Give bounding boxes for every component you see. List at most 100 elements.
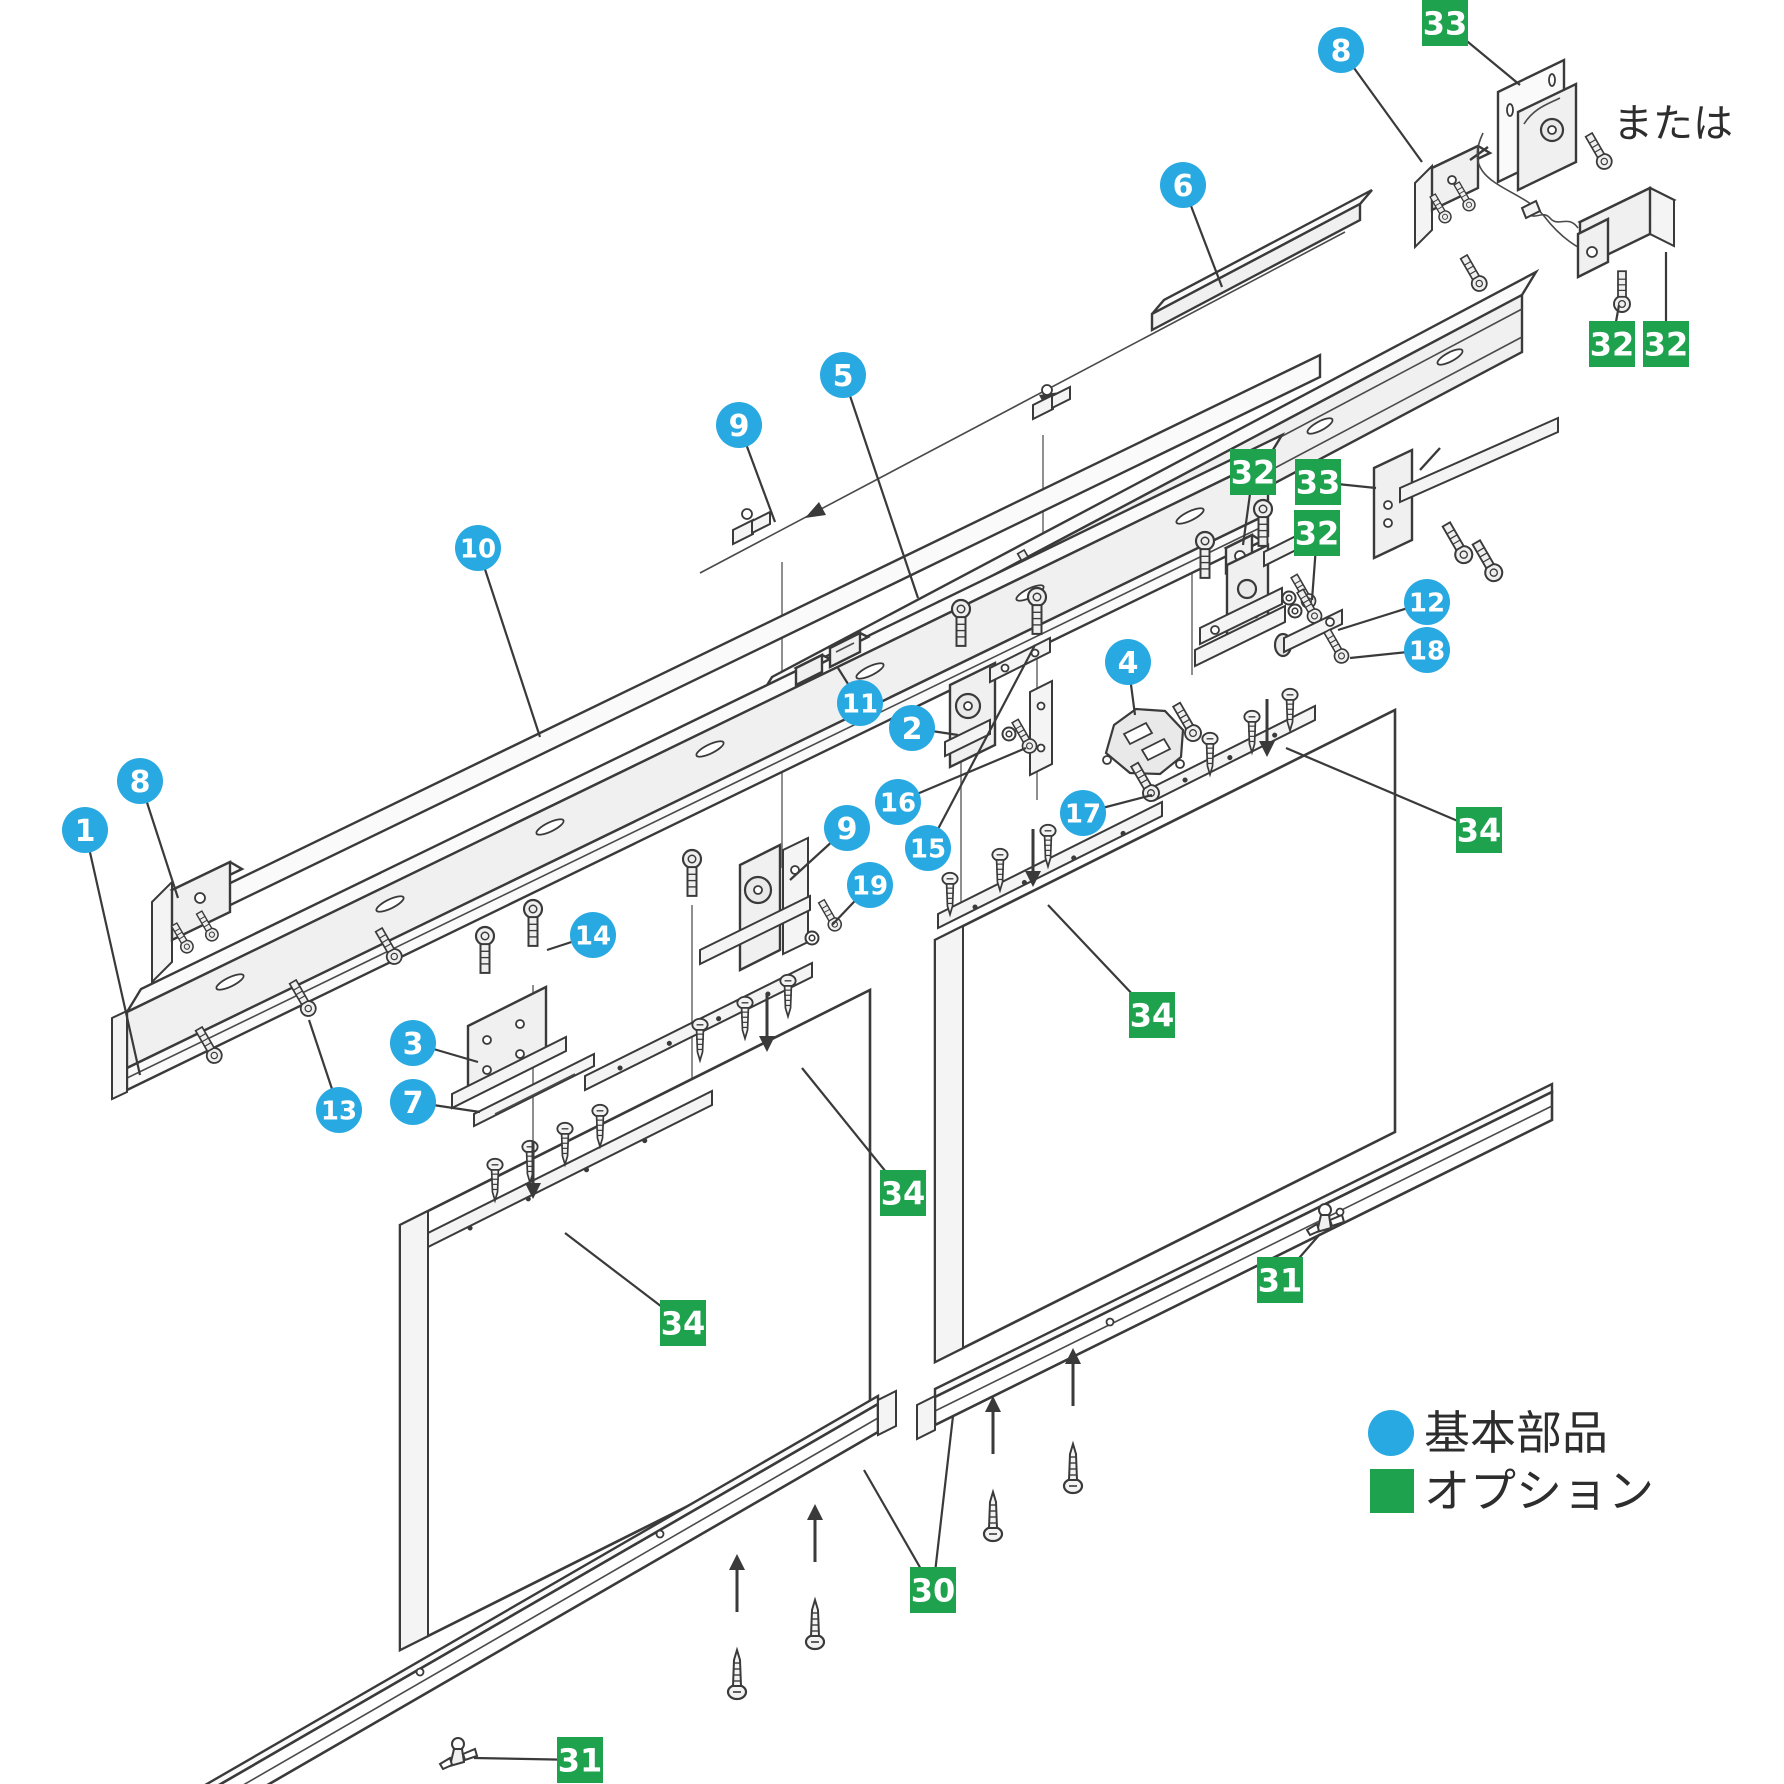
svg-text:14: 14 <box>575 921 611 951</box>
option-part-marker-34 <box>1456 807 1502 853</box>
svg-text:9: 9 <box>729 409 750 444</box>
basic-part-marker-8 <box>1318 27 1364 73</box>
bottom-rail-left <box>204 1389 897 1784</box>
callout-30: 30 <box>863 1415 956 1613</box>
option-part-marker-32 <box>1230 449 1276 495</box>
option-part-marker-31 <box>1257 1257 1303 1303</box>
svg-text:5: 5 <box>833 359 854 394</box>
batten-34-left-front <box>427 1089 713 1249</box>
callout-5: 5 <box>820 352 920 599</box>
basic-part-marker-4 <box>1105 639 1151 685</box>
basic-part-marker-13 <box>316 1087 362 1133</box>
basic-part-marker-14 <box>570 912 616 958</box>
svg-text:17: 17 <box>1065 799 1101 829</box>
trigger-unit-32 <box>1520 186 1677 313</box>
roller-hanger-9 <box>699 836 845 972</box>
svg-text:18: 18 <box>1409 636 1445 666</box>
svg-text:33: 33 <box>1423 5 1468 43</box>
spacer-7 <box>473 1052 595 1128</box>
callout-13: 13 <box>307 1019 362 1133</box>
option-part-marker-32 <box>1294 510 1340 556</box>
svg-text:8: 8 <box>130 765 151 800</box>
guide-bracket-33-right <box>1372 416 1559 586</box>
callout-9: 9 <box>789 805 870 881</box>
option-part-marker-34 <box>880 1170 926 1216</box>
svg-text:34: 34 <box>1457 812 1502 850</box>
svg-text:13: 13 <box>321 1096 357 1126</box>
svg-text:31: 31 <box>558 1742 603 1780</box>
svg-text:3: 3 <box>403 1027 424 1062</box>
svg-text:4: 4 <box>1118 646 1139 681</box>
svg-text:32: 32 <box>1590 326 1635 364</box>
basic-part-marker-10 <box>455 525 501 571</box>
basic-part-marker-3 <box>390 1020 436 1066</box>
callout-31: 31 <box>1257 1233 1321 1303</box>
legend-option-square-icon <box>1370 1469 1414 1513</box>
svg-text:19: 19 <box>852 871 888 901</box>
svg-text:2: 2 <box>902 712 923 747</box>
svg-text:16: 16 <box>880 788 916 818</box>
svg-text:6: 6 <box>1173 169 1194 204</box>
callout-34: 34 <box>1285 746 1502 853</box>
door-stopper-left <box>732 508 771 546</box>
basic-part-marker-8 <box>117 758 163 804</box>
callout-32: 32 <box>1643 252 1689 367</box>
hanger-bracket-3 <box>451 985 567 1110</box>
callout-15: 15 <box>905 644 1036 871</box>
basic-part-marker-12 <box>1404 579 1450 625</box>
callout-33: 33 <box>1422 0 1521 86</box>
option-part-marker-30 <box>910 1567 956 1613</box>
svg-text:32: 32 <box>1231 454 1276 492</box>
basic-part-marker-6 <box>1160 162 1206 208</box>
callout-34: 34 <box>564 1232 706 1346</box>
or-label: または <box>1613 101 1733 147</box>
callout-14: 14 <box>546 912 616 958</box>
soft-close-unit-33 <box>1496 58 1616 192</box>
screw-icon <box>1456 252 1491 295</box>
callout-2: 2 <box>889 705 959 751</box>
svg-text:33: 33 <box>1296 464 1341 502</box>
basic-part-marker-11 <box>837 680 883 726</box>
svg-text:34: 34 <box>1130 997 1175 1035</box>
callout-34: 34 <box>801 1067 926 1216</box>
basic-part-marker-1 <box>62 807 108 853</box>
svg-text:1: 1 <box>75 814 96 849</box>
callout-11: 11 <box>837 667 883 726</box>
callout-8: 8 <box>117 758 180 899</box>
basic-part-marker-18 <box>1404 627 1450 673</box>
screw-icon <box>522 898 544 947</box>
guide-clips-11 <box>793 631 871 687</box>
screw-icon <box>474 925 496 974</box>
callout-10: 10 <box>455 525 542 738</box>
svg-text:11: 11 <box>842 689 878 719</box>
callout-12: 12 <box>1337 579 1450 632</box>
basic-part-marker-15 <box>905 825 951 871</box>
callout-33: 33 <box>1295 459 1377 505</box>
basic-part-marker-2 <box>889 705 935 751</box>
svg-text:30: 30 <box>911 1572 956 1610</box>
svg-text:10: 10 <box>460 534 496 564</box>
option-part-marker-34 <box>1129 992 1175 1038</box>
option-part-marker-34 <box>660 1300 706 1346</box>
hanger-assembly-right <box>1194 532 1325 668</box>
legend: 基本部品 オプション <box>1368 1406 1654 1518</box>
svg-text:8: 8 <box>1331 34 1352 69</box>
svg-text:32: 32 <box>1295 515 1340 553</box>
option-part-marker-33 <box>1295 459 1341 505</box>
cover-strip-6 <box>1150 188 1373 332</box>
callout-34: 34 <box>1047 904 1175 1038</box>
callout-6: 6 <box>1160 162 1224 288</box>
callout-31: 31 <box>473 1737 603 1783</box>
legend-option-label: オプション <box>1424 1464 1654 1518</box>
svg-text:31: 31 <box>1258 1262 1303 1300</box>
front-track-slots <box>215 507 1205 991</box>
option-part-marker-31 <box>557 1737 603 1783</box>
travel-arrow-left <box>805 502 826 518</box>
screw-18-icon <box>1320 626 1352 667</box>
callout-17: 17 <box>1060 790 1153 836</box>
callout-16: 16 <box>875 746 1027 825</box>
svg-text:34: 34 <box>661 1305 706 1343</box>
